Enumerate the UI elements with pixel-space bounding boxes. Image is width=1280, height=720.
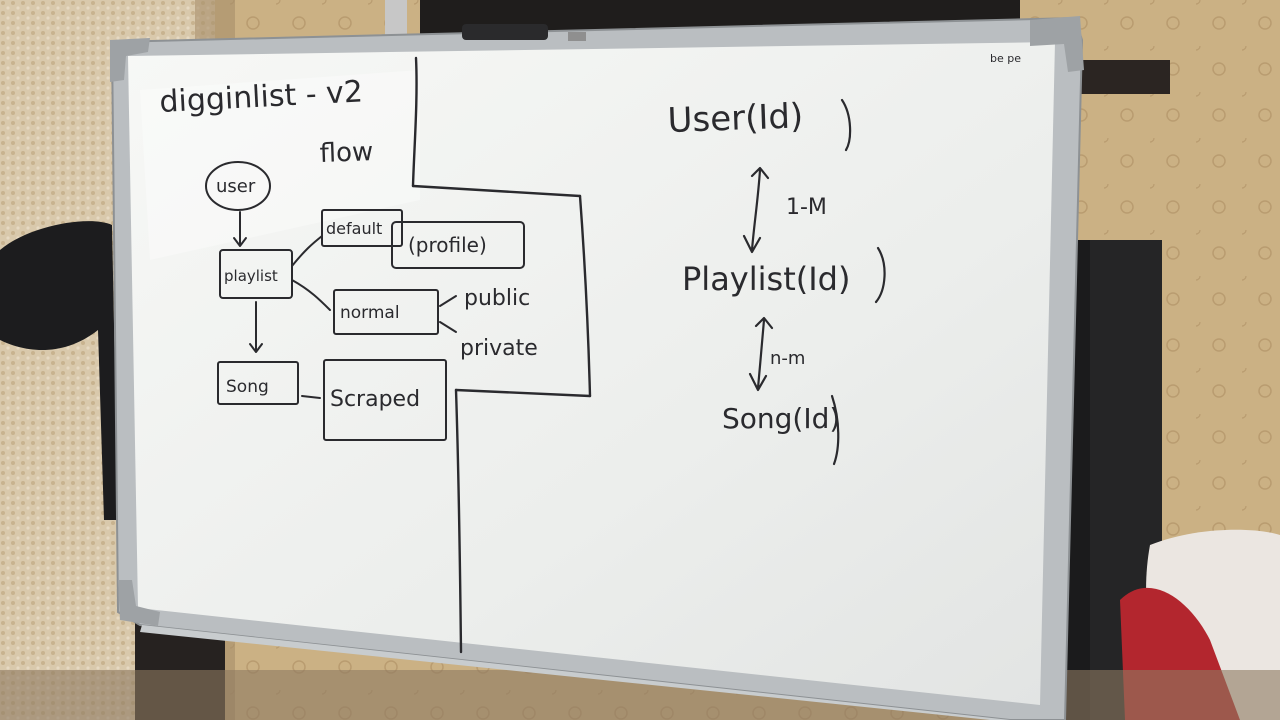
schema-rel2: n-m [770, 348, 805, 369]
bottom-tray [140, 625, 1010, 720]
paren-playlist [874, 246, 886, 304]
paren-user [840, 98, 852, 152]
link-normal-public [439, 295, 457, 307]
link-song-scraped [301, 395, 321, 399]
schema-arrows [742, 98, 886, 466]
link-playlist-normal [291, 279, 331, 311]
song-node-outline [217, 361, 299, 405]
whiteboard-surface [128, 42, 1055, 705]
corner-note: be pe [990, 52, 1021, 65]
flow-default: default [326, 219, 382, 238]
divider-lines [411, 56, 592, 654]
corner-cap-bl [118, 580, 160, 626]
flow-song: Song [226, 377, 269, 397]
flow-diagram [205, 161, 525, 441]
wood-post [385, 0, 407, 40]
flow-private: private [460, 336, 538, 361]
paren-song [830, 394, 840, 466]
top-clip-tab [568, 32, 586, 41]
top-shelf [1080, 60, 1170, 94]
flow-playlist: playlist [224, 267, 278, 285]
arrow-user-playlist-schema [742, 166, 770, 254]
title-line2: flow [319, 137, 374, 169]
link-playlist-default [291, 235, 323, 267]
glare [140, 70, 420, 260]
schema-playlist: Playlist(Id) [682, 260, 850, 298]
arrow-playlist-song-schema [748, 316, 774, 392]
flow-scraped: Scraped [330, 387, 420, 412]
flow-normal: normal [340, 303, 400, 323]
playlist-node-outline [219, 249, 293, 299]
schema-user: User(Id) [667, 96, 804, 141]
arrow-playlist-song [249, 301, 263, 353]
user-node-outline [205, 161, 271, 211]
scraped-node-outline [323, 359, 447, 441]
corner-cap-tl [110, 38, 150, 82]
normal-node-outline [333, 289, 439, 335]
profile-node-outline [391, 221, 525, 269]
flow-profile: (profile) [408, 233, 487, 257]
schema-rel1: 1-M [786, 195, 827, 220]
flow-public: public [464, 286, 530, 311]
arrow-user-playlist [233, 211, 247, 247]
top-clip [462, 24, 548, 40]
chair [0, 221, 118, 520]
flow-user: user [216, 176, 256, 197]
schema-song: Song(Id) [722, 402, 840, 435]
default-node-outline [321, 209, 403, 247]
link-normal-private [439, 321, 457, 333]
corner-cap-tr [1030, 16, 1084, 72]
